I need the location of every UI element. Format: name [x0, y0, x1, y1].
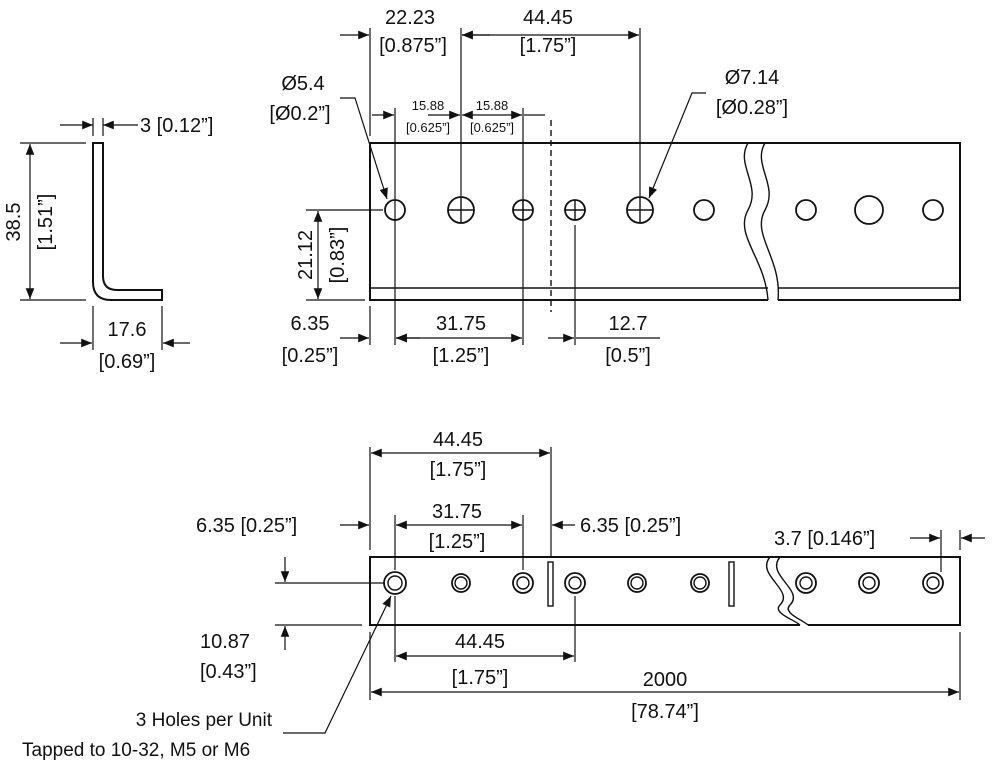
edge-offset-in-label: [0.25”] [282, 345, 339, 367]
bottom-strip-right [770, 556, 961, 626]
width-in-label: [0.69”] [99, 351, 156, 373]
end-offset-label: 3.7 [0.146”] [774, 528, 875, 550]
tapped-hole [564, 572, 586, 594]
pitch-b-mm-label: 44.45 [523, 7, 573, 29]
length-in-label: [78.74”] [631, 701, 699, 723]
hole-height-in-label: [0.83”] [327, 227, 349, 284]
top-small-hole [922, 199, 944, 221]
pitch-in-label: [1.75”] [452, 667, 509, 689]
note-line-2: Tapped to 10-32, M5 or M6 [22, 740, 250, 761]
top-large-hole [626, 196, 654, 224]
right-offset-label: 6.35 [0.25”] [580, 515, 681, 537]
top-strip-right [748, 142, 961, 301]
edge-offset-mm-label: 6.35 [291, 313, 330, 335]
gap-mm-label: 12.7 [609, 313, 648, 335]
span-mm-label: 31.75 [432, 501, 482, 523]
width-mm-label: 17.6 [108, 319, 147, 341]
tapped-hole [627, 573, 647, 593]
small-hole-in-label: [Ø0.2”] [269, 103, 330, 125]
span-in-label: [1.25”] [429, 531, 486, 553]
top-large-hole [447, 196, 475, 224]
divider-slot [547, 561, 554, 607]
group-span-mm-label: 31.75 [436, 313, 486, 335]
unit-pitch-mm-label: 44.45 [433, 429, 483, 451]
top-small-hole [795, 199, 817, 221]
half-pitch-1-mm-label: 15.88 [412, 98, 445, 113]
pitch-a-in-label: [0.875”] [379, 35, 447, 57]
small-hole-mm-label: Ø5.4 [281, 73, 324, 95]
top-small-hole [693, 199, 715, 221]
gap-in-label: [0.5”] [605, 345, 651, 367]
side-view: 3 [0.12”] 38.5 [1.51”] 17.6 [0.69”] [3, 115, 213, 373]
tapped-hole [858, 572, 880, 594]
tapped-hole [451, 573, 471, 593]
note-line-1: 3 Holes per Unit [136, 710, 273, 731]
bottom-hole-height-mm-label: 10.87 [200, 631, 250, 653]
hole-height-mm-label: 21.12 [295, 230, 317, 280]
top-large-hole [854, 195, 884, 225]
tapped-hole [383, 571, 407, 595]
top-strip-left [369, 142, 768, 301]
bottom-view: 44.45 [1.75”] 6.35 [0.25”] 31.75 [1.25”]… [22, 429, 985, 761]
unit-pitch-in-label: [1.75”] [430, 459, 487, 481]
bottom-hole-height-in-label: [0.43”] [200, 661, 257, 683]
angle-profile [92, 142, 163, 301]
height-mm-label: 38.5 [3, 203, 25, 242]
tapped-hole [690, 573, 710, 593]
pitch-mm-label: 44.45 [455, 631, 505, 653]
group-span-in-label: [1.25”] [433, 345, 490, 367]
tapped-hole [922, 572, 944, 594]
tapped-hole [512, 572, 534, 594]
pitch-a-mm-label: 22.23 [385, 7, 435, 29]
half-pitch-2-in-label: [0.625”] [470, 120, 514, 135]
large-hole-mm-label: Ø7.14 [725, 67, 779, 89]
top-view: 22.23 [0.875”] 44.45 [1.75”] 15.88 [0.62… [269, 7, 961, 367]
large-hole-in-label: [Ø0.28”] [716, 97, 788, 119]
height-in-label: [1.51”] [35, 194, 57, 251]
half-pitch-2-mm-label: 15.88 [476, 98, 509, 113]
top-small-hole [564, 199, 586, 221]
thickness-label: 3 [0.12”] [140, 115, 213, 137]
divider-slot [728, 561, 735, 607]
half-pitch-1-in-label: [0.625”] [406, 120, 450, 135]
tapped-hole [795, 572, 817, 594]
pitch-b-in-label: [1.75”] [520, 35, 577, 57]
left-offset-label: 6.35 [0.25”] [196, 515, 297, 537]
bottom-strip-left [369, 556, 800, 626]
length-mm-label: 2000 [643, 669, 688, 691]
